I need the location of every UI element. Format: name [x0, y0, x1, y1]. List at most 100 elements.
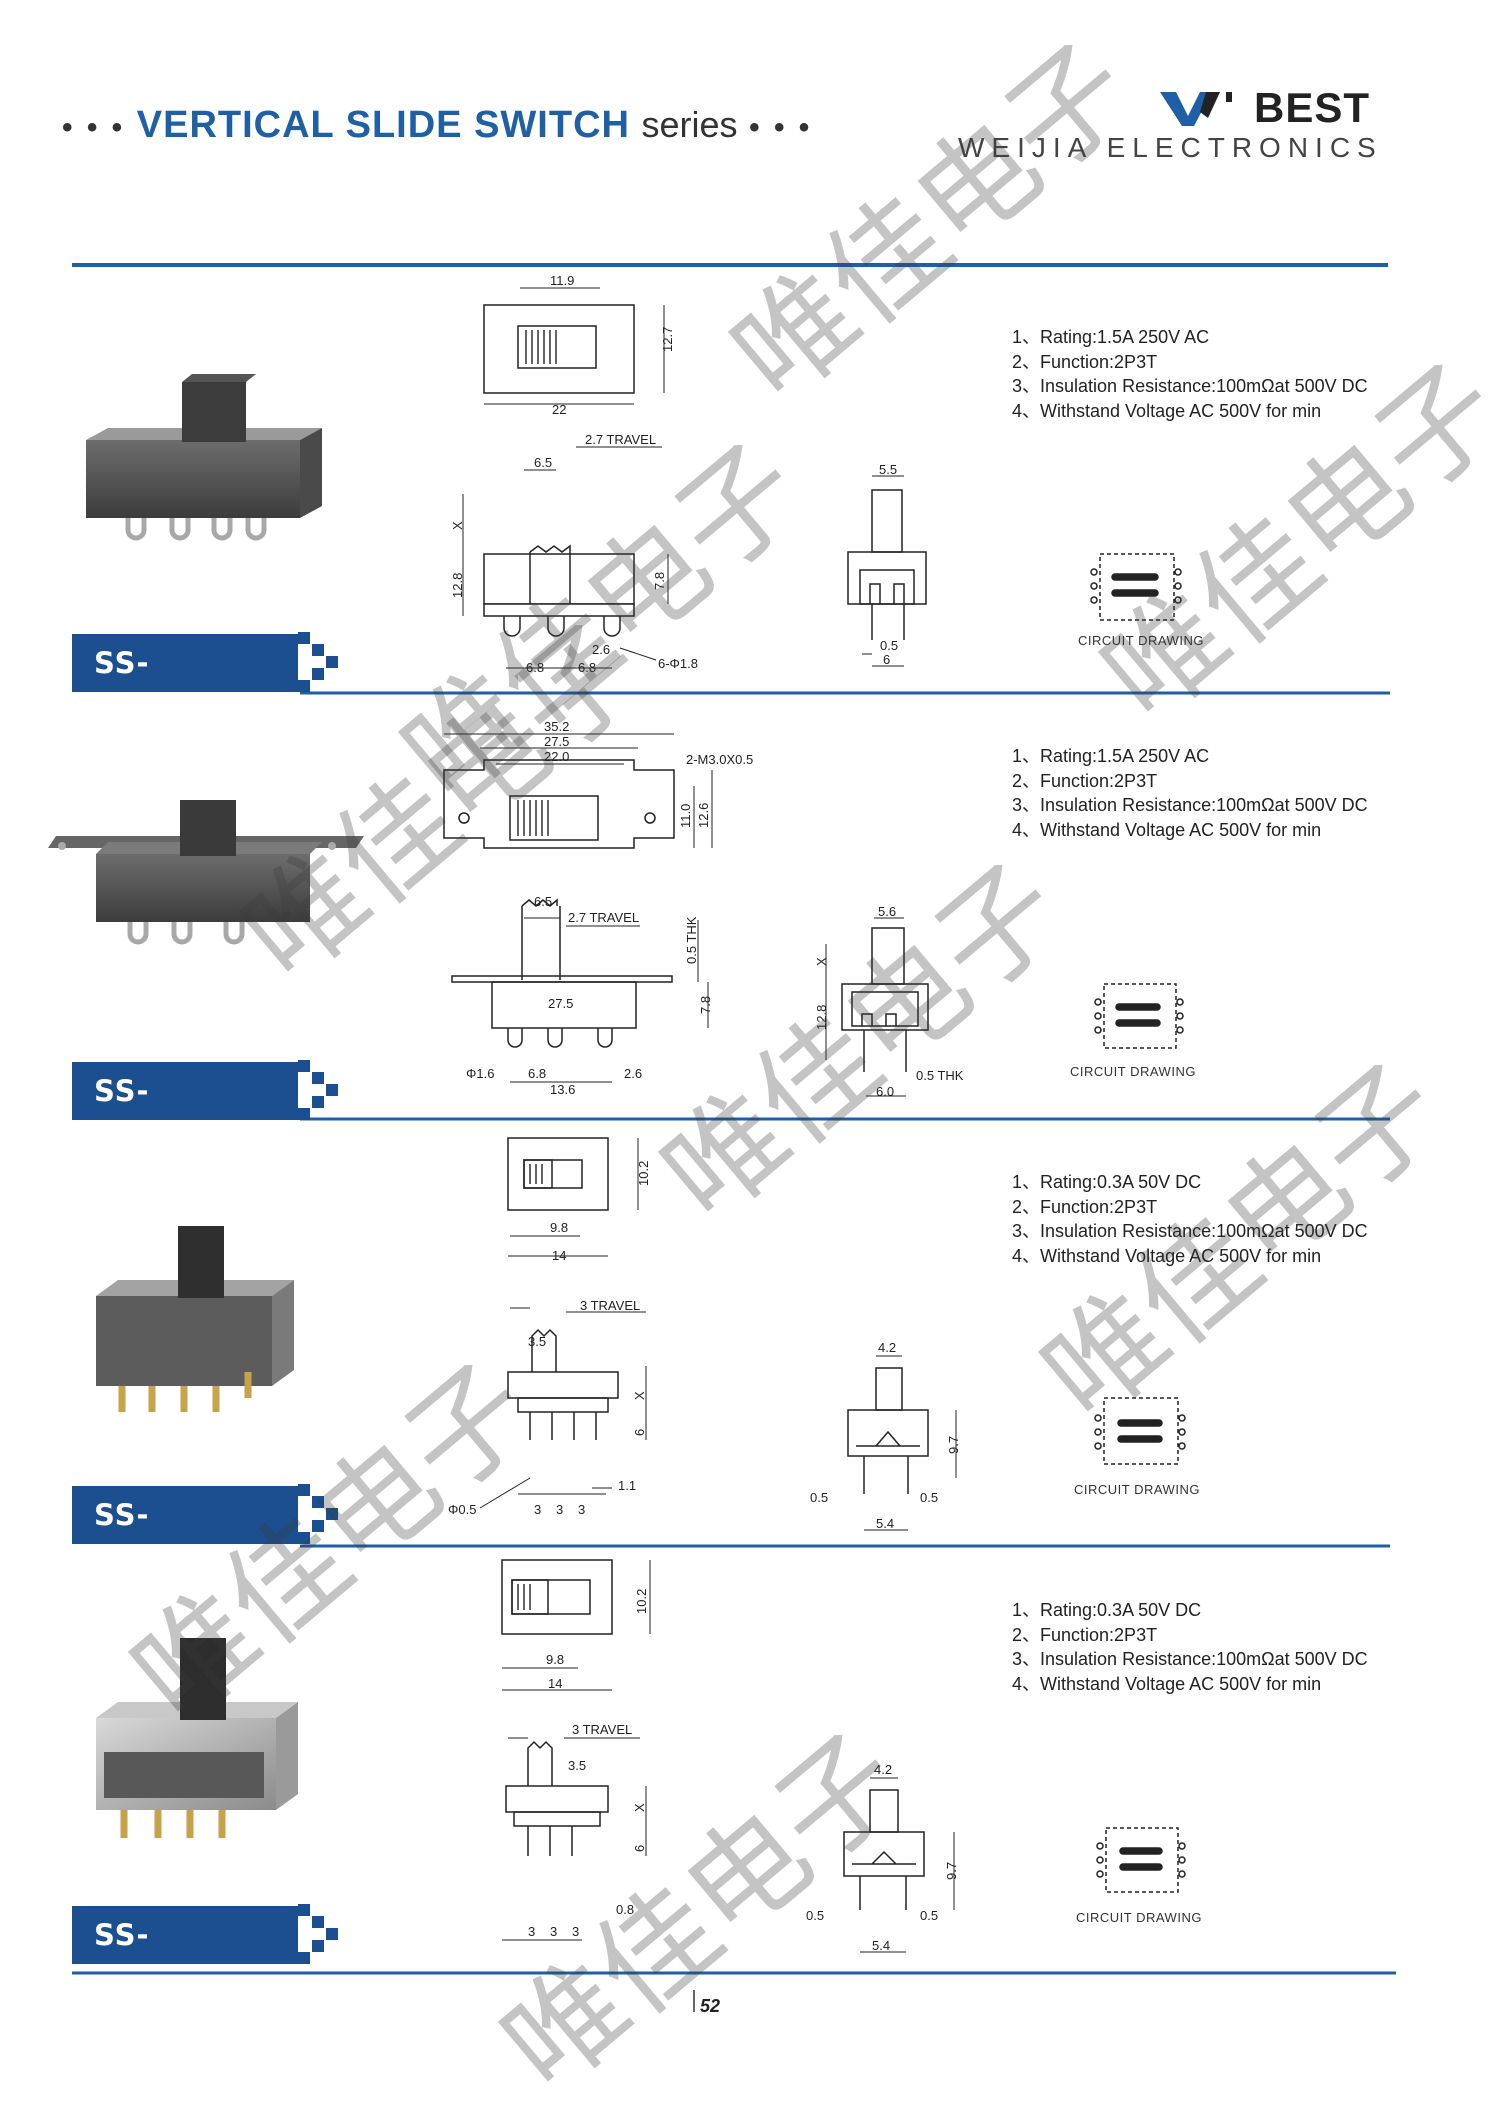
- svg-text:6: 6: [632, 1429, 647, 1436]
- spec-rating: 1、Rating:1.5A 250V AC: [1012, 327, 1210, 347]
- svg-text:9.8: 9.8: [550, 1220, 568, 1235]
- drawing-top-view-2: [443, 733, 713, 849]
- svg-text:6.8: 6.8: [528, 1066, 546, 1081]
- svg-text:9.8: 9.8: [546, 1652, 564, 1667]
- svg-text:3 TRAVEL: 3 TRAVEL: [580, 1298, 640, 1313]
- page-number: 52: [700, 1996, 721, 2016]
- svg-text:12.7: 12.7: [660, 327, 675, 352]
- drawing-top-view-4: [501, 1559, 651, 1691]
- spec-rating: 1、Rating:0.3A 50V DC: [1012, 1600, 1202, 1620]
- spec-function: 2、Function:2P3T: [1012, 351, 1158, 372]
- svg-text:27.5: 27.5: [548, 996, 573, 1011]
- circuit-drawing-label-2: CIRCUIT DRAWING: [1070, 1064, 1196, 1079]
- spec-list-1: 1、Rating:1.5A 250V AC 2、Function:2P3T 3、…: [1012, 325, 1368, 423]
- svg-text:0.5: 0.5: [880, 638, 898, 653]
- svg-text:6-Φ1.8: 6-Φ1.8: [658, 656, 698, 671]
- svg-text:14: 14: [548, 1676, 562, 1691]
- svg-text:35.2: 35.2: [544, 719, 569, 734]
- svg-text:10.2: 10.2: [636, 1161, 651, 1186]
- page-title-series: series: [641, 104, 738, 145]
- spec-insulation: 3、Insulation Resistance:100mΩat 500V DC: [1012, 376, 1368, 396]
- svg-text:6.0: 6.0: [876, 1084, 894, 1099]
- svg-text:12.8: 12.8: [814, 1005, 829, 1030]
- product-photo-ss-23f01: [96, 1226, 294, 1412]
- svg-text:10.2: 10.2: [634, 1589, 649, 1614]
- svg-text:0.5: 0.5: [806, 1908, 824, 1923]
- svg-text:Φ1.6: Φ1.6: [466, 1066, 494, 1081]
- svg-text:3.5: 3.5: [568, 1758, 586, 1773]
- drawing-side-view-2: [451, 898, 709, 1083]
- circuit-drawing-label-4: CIRCUIT DRAWING: [1076, 1910, 1202, 1925]
- spec-rating: 1、Rating:1.5A 250V AC: [1012, 746, 1210, 766]
- svg-text:3: 3: [534, 1502, 541, 1517]
- svg-text:11.0: 11.0: [678, 804, 693, 828]
- svg-text:6.5: 6.5: [534, 455, 552, 470]
- drawing-top-view-3: [507, 1137, 639, 1257]
- page-title: VERTICAL SLIDE SWITCH: [136, 104, 630, 146]
- spec-insulation: 3、Insulation Resistance:100mΩat 500V DC: [1012, 1221, 1368, 1241]
- spec-insulation: 3、Insulation Resistance:100mΩat 500V DC: [1012, 795, 1368, 815]
- drawing-side-view-1: [462, 446, 669, 669]
- product-photo-ss-23f02: [96, 1638, 298, 1838]
- spec-function: 2、Function:2P3T: [1012, 1196, 1158, 1217]
- spec-list-3: 1、Rating:0.3A 50V DC 2、Function:2P3T 3、I…: [1012, 1170, 1368, 1268]
- drawing-end-view-3: [847, 1355, 957, 1531]
- svg-text:13.6: 13.6: [550, 1082, 575, 1097]
- svg-text:27.5: 27.5: [544, 734, 569, 749]
- svg-text:7.8: 7.8: [698, 996, 713, 1014]
- svg-text:6: 6: [632, 1845, 647, 1852]
- spec-list-2: 1、Rating:1.5A 250V AC 2、Function:2P3T 3、…: [1012, 744, 1368, 842]
- svg-text:X: X: [814, 957, 829, 966]
- svg-text:1.1: 1.1: [618, 1478, 636, 1493]
- svg-text:14: 14: [552, 1248, 566, 1263]
- product-photo-ss-23e08: [48, 800, 364, 945]
- svg-text:3: 3: [528, 1924, 535, 1939]
- spec-withstand: 4、Withstand Voltage AC 500V for min: [1012, 400, 1322, 421]
- svg-text:0.5: 0.5: [810, 1490, 828, 1505]
- drawing-end-view-4: [843, 1777, 955, 1953]
- svg-text:5.4: 5.4: [872, 1938, 890, 1953]
- model-badge-1: SS-23E07(N): [72, 634, 298, 738]
- svg-text:5.5: 5.5: [879, 462, 897, 477]
- spec-withstand: 4、Withstand Voltage AC 500V for min: [1012, 819, 1322, 840]
- svg-text:12.8: 12.8: [450, 573, 465, 598]
- svg-text:6.5: 6.5: [534, 894, 552, 909]
- svg-text:3: 3: [578, 1502, 585, 1517]
- spec-function: 2、Function:2P3T: [1012, 770, 1158, 791]
- spec-insulation: 3、Insulation Resistance:100mΩat 500V DC: [1012, 1649, 1368, 1669]
- svg-text:3 TRAVEL: 3 TRAVEL: [572, 1722, 632, 1737]
- svg-text:22.0: 22.0: [544, 749, 569, 764]
- header-divider: [72, 263, 1388, 267]
- product-photo-ss-23e07: [86, 374, 322, 541]
- circuit-drawing-2: [1094, 983, 1184, 1049]
- spec-list-4: 1、Rating:0.3A 50V DC 2、Function:2P3T 3、I…: [1012, 1598, 1368, 1696]
- svg-text:2.6: 2.6: [624, 1066, 642, 1081]
- svg-text:Φ0.5: Φ0.5: [448, 1502, 476, 1517]
- svg-text:3: 3: [550, 1924, 557, 1939]
- spec-function: 2、Function:2P3T: [1012, 1624, 1158, 1645]
- model-badge-3: SS-23F01(N): [72, 1486, 298, 1590]
- model-badge-2: SS-23E08(N): [72, 1062, 298, 1166]
- circuit-drawing-label-1: CIRCUIT DRAWING: [1078, 633, 1204, 648]
- svg-text:7.8: 7.8: [652, 572, 667, 590]
- svg-text:2-M3.0X0.5: 2-M3.0X0.5: [686, 752, 753, 767]
- svg-text:3: 3: [572, 1924, 579, 1939]
- svg-text:X: X: [450, 521, 465, 530]
- svg-text:3.5: 3.5: [528, 1334, 546, 1349]
- drawing-end-view-2: [825, 917, 929, 1097]
- svg-text:6.8: 6.8: [526, 660, 544, 675]
- drawing-side-view-3: [479, 1307, 647, 1509]
- svg-text:2.7 TRAVEL: 2.7 TRAVEL: [568, 910, 639, 925]
- drawing-end-view-1: [847, 475, 927, 667]
- brand-logo: BEST: [1160, 84, 1370, 132]
- spec-withstand: 4、Withstand Voltage AC 500V for min: [1012, 1673, 1322, 1694]
- svg-text:X: X: [632, 1803, 647, 1812]
- svg-text:9.7: 9.7: [946, 1436, 961, 1454]
- svg-text:0.5: 0.5: [920, 1908, 938, 1923]
- circuit-drawing-label-3: CIRCUIT DRAWING: [1074, 1482, 1200, 1497]
- svg-text:22: 22: [552, 402, 566, 417]
- circuit-drawing-3: [1094, 1397, 1186, 1465]
- spec-rating: 1、Rating:0.3A 50V DC: [1012, 1172, 1202, 1192]
- svg-text:4.2: 4.2: [878, 1340, 896, 1355]
